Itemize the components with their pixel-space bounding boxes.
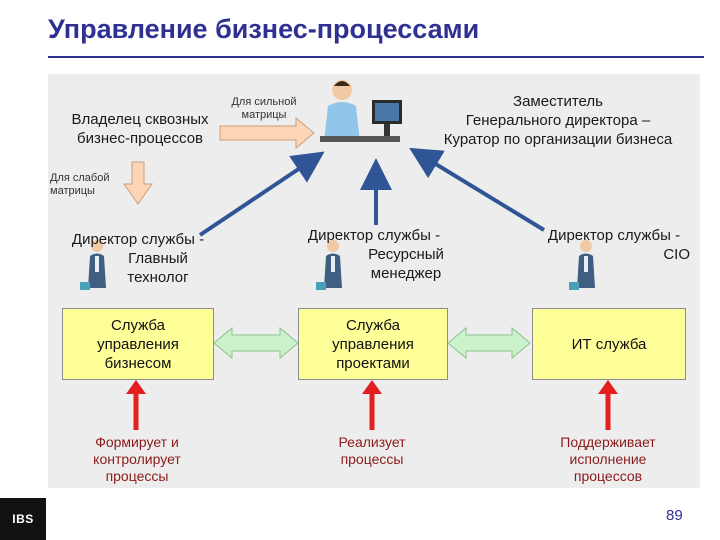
- director-resource-manager: Директор службы - Ресурсный менеджер: [307, 227, 444, 282]
- executive-icon: [320, 80, 402, 142]
- it-service-box: ИТ служба: [532, 308, 686, 380]
- page-number: 89: [666, 507, 683, 524]
- page-title: Управление бизнес-процессами: [48, 14, 480, 44]
- director3-icon: [569, 240, 595, 290]
- ibs-logo: IBS: [0, 498, 46, 540]
- business-management-service-box: Служба управления бизнесом: [62, 308, 214, 380]
- director3-arrow: [409, 147, 546, 232]
- deputy-director-label: Заместитель Генерального директора – Кур…: [443, 93, 673, 148]
- director1-icon: [80, 240, 106, 290]
- action-forms-controls: Формирует и контролирует процессы: [93, 434, 181, 484]
- link-projects-it-arrow: [447, 326, 531, 360]
- action-supports: Поддерживает исполнение процессов: [560, 434, 656, 484]
- director-chief-technologist: Директор службы - Главный технолог: [71, 231, 205, 286]
- director2-icon: [316, 240, 342, 290]
- title-divider: [48, 56, 704, 58]
- link-business-projects-arrow: [213, 326, 299, 360]
- director1-arrow: [198, 151, 325, 237]
- process-owner-label: Владелец сквозных бизнес-процессов: [71, 111, 209, 147]
- action-implements: Реализует процессы: [338, 434, 406, 467]
- director-cio: Директор службы - CIO: [547, 227, 690, 263]
- weak-matrix-label: Для слабой матрицы: [50, 172, 110, 197]
- project-management-service-box: Служба управления проектами: [298, 308, 448, 380]
- owner-arrow: [219, 116, 315, 150]
- action-arrows: [126, 380, 618, 430]
- weak-matrix-arrow: [123, 161, 153, 205]
- strong-matrix-label: Для сильной матрицы: [231, 96, 297, 121]
